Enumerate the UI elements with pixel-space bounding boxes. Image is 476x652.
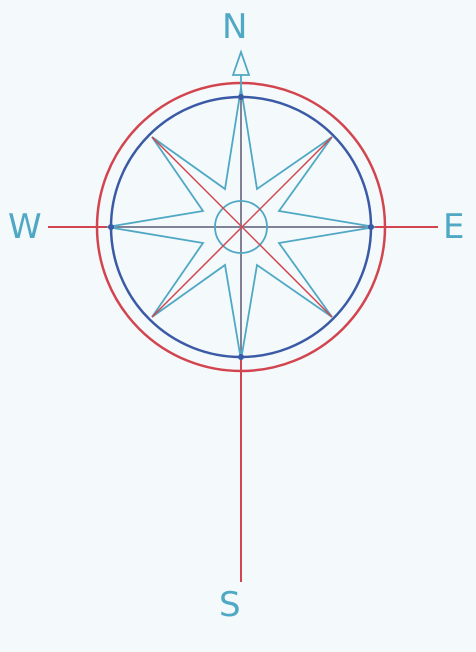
label-east: E xyxy=(443,210,464,244)
label-north: N xyxy=(222,10,247,44)
label-west: W xyxy=(8,210,42,244)
star-ridges xyxy=(107,88,375,360)
label-south: S xyxy=(219,588,241,622)
